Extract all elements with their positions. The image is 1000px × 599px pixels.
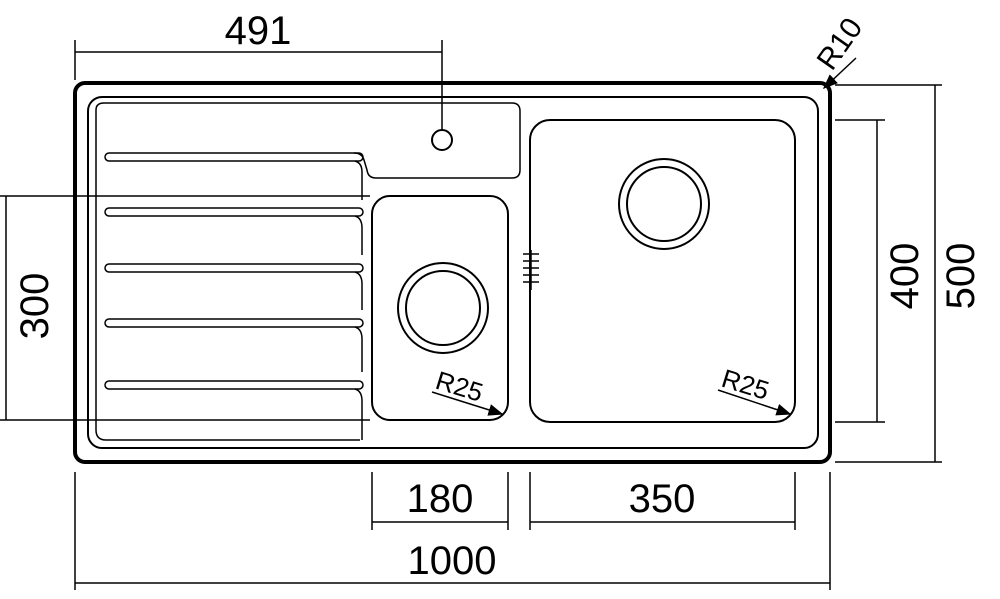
overflow-slots (523, 250, 539, 290)
sink-outline (73, 81, 832, 464)
small-bowl-waste-inner (405, 270, 481, 346)
large-bowl-waste-inner (626, 166, 702, 242)
dimension-400: 400 (835, 119, 927, 423)
svg-text:350: 350 (629, 477, 696, 521)
dimension-180: 180 (371, 472, 509, 530)
large-bowl (529, 119, 796, 423)
svg-text:500: 500 (939, 243, 983, 310)
svg-text:300: 300 (13, 273, 57, 340)
svg-text:400: 400 (883, 243, 927, 310)
svg-text:R25: R25 (718, 363, 772, 406)
dimension-350: 350 (529, 472, 796, 530)
svg-text:R25: R25 (432, 365, 486, 408)
dimension-1000: 1000 (74, 472, 831, 590)
svg-text:180: 180 (407, 477, 474, 521)
svg-text:1000: 1000 (408, 539, 497, 583)
dimension-300: 300 (0, 195, 370, 421)
small-bowl-waste-outer (397, 262, 489, 354)
dimension-r10: R10 (811, 12, 870, 90)
tap-hole (431, 129, 453, 151)
drainer-ridges (104, 152, 364, 440)
svg-text:R10: R10 (811, 12, 870, 76)
dimension-large-bowl-radius: R25 (717, 363, 792, 416)
dimension-491: 491 (74, 9, 443, 130)
sink-rim (87, 96, 819, 449)
small-bowl (371, 195, 509, 421)
drainer-outline (95, 102, 521, 441)
svg-text:491: 491 (225, 9, 292, 53)
dimension-500: 500 (835, 84, 983, 463)
large-bowl-waste-outer (618, 158, 710, 250)
dimension-small-bowl-radius: R25 (431, 365, 504, 416)
